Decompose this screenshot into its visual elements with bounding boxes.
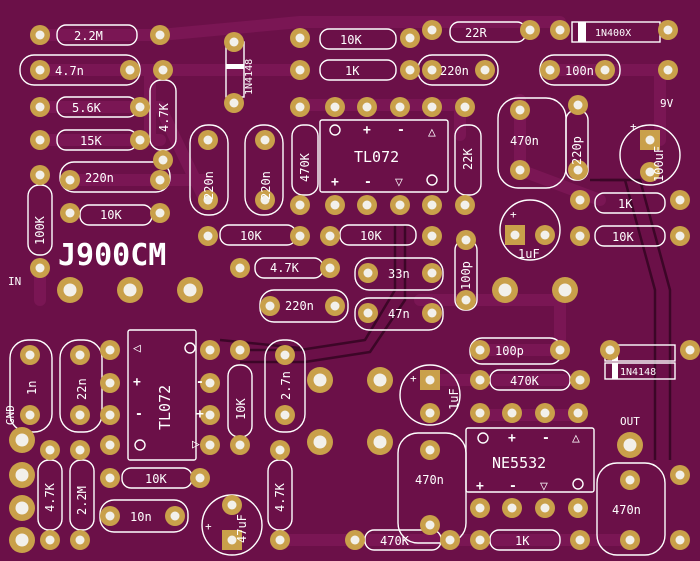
r-2m2-b-label: 2.2M (75, 486, 89, 515)
svg-text:-: - (196, 375, 204, 390)
c-220n-c-label: 220n (202, 171, 216, 200)
c-1n-label: 1n (25, 381, 39, 395)
r-1k-c-label: 1K (515, 534, 530, 548)
svg-text:+: + (133, 375, 141, 390)
c-220n-d-label: 220n (259, 171, 273, 200)
r-1k-a-label: 1K (345, 64, 360, 78)
c-220n-e-label: 220n (285, 299, 314, 313)
c-47n-label: 47n (388, 307, 410, 321)
svg-text:-: - (135, 407, 143, 422)
c-10n-label: 10n (130, 510, 152, 524)
ic-symbols: + - △ + - ▽ ◁ + - - + ▷ + - △ + - ▽ (133, 123, 580, 494)
c-33n-label: 33n (388, 267, 410, 281)
c-100p-a-label: 100p (459, 261, 473, 290)
r-10k-c-label: 10K (240, 229, 262, 243)
svg-text:△: △ (572, 431, 580, 446)
c-470n-b-label: 470n (415, 473, 444, 487)
r-10k-g-label: 10K (234, 398, 248, 420)
r-470k-c-label: 470K (380, 534, 410, 548)
svg-text:-: - (509, 479, 517, 494)
svg-text:+: + (508, 431, 516, 446)
ic3-label: NE5532 (492, 454, 546, 472)
svg-text:+: + (630, 120, 637, 133)
c-470n-c-label: 470n (612, 503, 641, 517)
r-4k7-d-label: 4.7K (273, 482, 287, 512)
component-labels: 2.2M 4.7n 5.6K 15K 220n 10K 10K 1K 22R 2… (55, 26, 641, 548)
r-10k-e-label: 10K (612, 230, 634, 244)
c-4n7-label: 4.7n (55, 64, 84, 78)
r-5k6-label: 5.6K (72, 101, 102, 115)
svg-text:+: + (410, 372, 417, 385)
r-4k7-a-label: 4.7K (157, 102, 171, 132)
board-title: J900CM (58, 238, 166, 273)
r-15k-label: 15K (80, 134, 102, 148)
r-470k-a-label: 470K (298, 152, 312, 182)
r-4k7-b-label: 4.7K (270, 261, 300, 275)
input-label: IN (8, 275, 21, 288)
c-1uf-a-label: 1uF (518, 247, 540, 261)
r-470k-b-label: 470K (510, 374, 540, 388)
output-label: OUT (620, 415, 640, 428)
vertical-component-labels: 4.7K 220n 220n 470K 22K 220p 100uF 100K … (25, 102, 666, 543)
svg-text:▷: ▷ (192, 437, 200, 452)
svg-text:+: + (363, 123, 371, 138)
svg-text:△: △ (428, 125, 436, 140)
svg-text:-: - (542, 431, 550, 446)
power-label: 9V (660, 97, 674, 110)
r-10k-d-label: 10K (360, 229, 382, 243)
svg-text:▽: ▽ (395, 175, 403, 190)
svg-text:-: - (397, 123, 405, 138)
d-1n4148-a-label: 1N4148 (244, 59, 255, 95)
svg-text:▽: ▽ (540, 479, 548, 494)
c-220n-b-label: 220n (440, 64, 469, 78)
d-1n4148-b-label: 1N4148 (620, 367, 656, 378)
svg-text:-: - (364, 175, 372, 190)
svg-text:+: + (476, 479, 484, 494)
ic2-label: TL072 (156, 385, 174, 430)
c-2n7-label: 2.7n (279, 371, 293, 400)
c-220n-a-label: 220n (85, 171, 114, 185)
diode-labels: 1N400X 1N4148 1N4148 (244, 28, 656, 378)
c-100p-b-label: 100p (495, 344, 524, 358)
r-1k-b-label: 1K (618, 197, 633, 211)
ic-pin-markers (134, 124, 584, 490)
svg-text:◁: ◁ (133, 341, 141, 356)
r-100k-label: 100K (33, 215, 47, 245)
r-2m2-top-label: 2.2M (74, 29, 103, 43)
c-100n-label: 100n (565, 64, 594, 78)
svg-text:+: + (510, 208, 517, 221)
c-22n-label: 22n (75, 378, 89, 400)
c-47uf-label: 47uF (235, 514, 249, 543)
r-10k-f-label: 10K (145, 472, 167, 486)
svg-text:+: + (196, 407, 204, 422)
c-470n-a-label: 470n (510, 134, 539, 148)
r-10k-b-label: 10K (340, 33, 362, 47)
svg-text:+: + (331, 175, 339, 190)
silkscreen-outlines (9, 21, 681, 556)
polarity-marks: + + + + (205, 120, 637, 533)
r-10k-a-label: 10K (100, 208, 122, 222)
r-22k-label: 22K (461, 148, 475, 170)
ground-label: GND (4, 405, 17, 425)
svg-text:+: + (205, 520, 212, 533)
c-1uf-b-label: 1uF (447, 388, 461, 410)
c-220p-label: 220p (570, 136, 584, 165)
c-100uf-label: 100uF (652, 146, 666, 182)
d-1n400x-label: 1N400X (595, 28, 631, 39)
r-22r-label: 22R (465, 26, 487, 40)
ic1-label: TL072 (354, 148, 399, 166)
r-4k7-c-label: 4.7K (43, 482, 57, 512)
